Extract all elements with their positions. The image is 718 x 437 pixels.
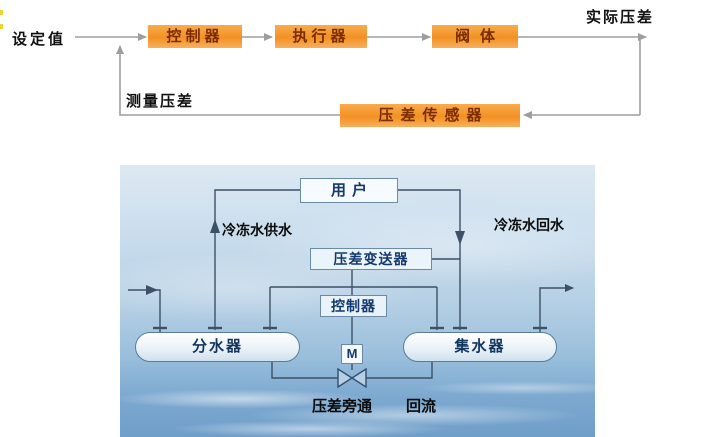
backflow-label: 回流: [406, 398, 437, 415]
dp-transmitter-box: 压差变送器: [310, 248, 432, 270]
user-box: 用户: [300, 178, 398, 203]
flowchart-lines: [75, 33, 647, 119]
dp-sensor-block: 压差传感器: [340, 104, 520, 127]
collector-cylinder: 集水器: [403, 332, 557, 362]
bypass-label: 压差旁通: [312, 398, 373, 415]
measured-pressure-label: 测量压差: [126, 93, 195, 110]
edge-artifact: [0, 24, 3, 29]
edge-artifact: [0, 10, 3, 15]
motor-actuator-box: M: [341, 344, 363, 364]
actual-pressure-label: 实际压差: [586, 9, 655, 26]
system-schematic-panel: 用户 压差变送器 控制器 M 分水器 集水器 冷冻水供水 冷冻水回水 压差旁通 …: [120, 165, 595, 437]
pipe-lines: [128, 189, 574, 389]
setpoint-label: 设定值: [12, 31, 67, 48]
flow-arrowheads: [146, 219, 465, 295]
distributor-cylinder: 分水器: [135, 332, 300, 362]
actuator-block: 执行器: [275, 25, 367, 48]
bypass-valve-icon: [337, 367, 367, 389]
chilled-return-label: 冷冻水回水: [494, 217, 564, 233]
pipes-group: [128, 189, 574, 379]
flowchart-arrows: [75, 33, 647, 119]
controller-block: 控制器: [148, 25, 242, 48]
controller-box: 控制器: [320, 295, 387, 317]
valve-body-block: 阀体: [432, 25, 518, 48]
chilled-supply-label: 冷冻水供水: [222, 222, 292, 238]
